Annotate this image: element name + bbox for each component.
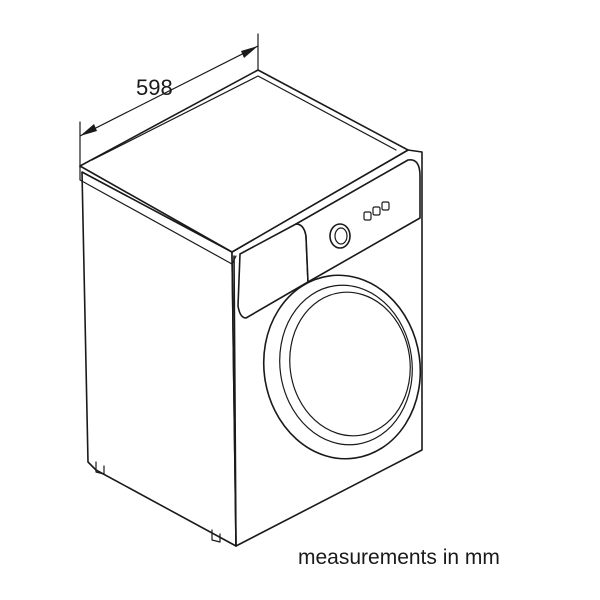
button-1-icon <box>363 211 372 221</box>
front-left-edge <box>233 255 237 547</box>
arrowhead-right <box>241 46 258 58</box>
width-dimension: 598 <box>79 33 259 169</box>
door-inner-ring <box>279 284 413 446</box>
dimension-line <box>79 45 259 137</box>
foot-left-icon <box>95 461 105 475</box>
width-label: 598 <box>136 75 173 100</box>
top-lid <box>79 69 409 253</box>
arrowhead-left <box>80 124 97 136</box>
control-panel-right <box>295 159 421 283</box>
measurements-caption: measurements in mm <box>298 546 500 569</box>
top-side-strip <box>81 171 233 253</box>
programme-dial-inner <box>334 227 348 245</box>
button-2-icon <box>372 206 381 216</box>
washing-machine <box>79 69 423 547</box>
foot-front-icon <box>211 529 221 543</box>
door-outer-ring <box>262 274 422 460</box>
door-glass <box>289 291 411 437</box>
top-lid-inner-edge <box>91 75 397 161</box>
button-3-icon <box>381 201 390 211</box>
